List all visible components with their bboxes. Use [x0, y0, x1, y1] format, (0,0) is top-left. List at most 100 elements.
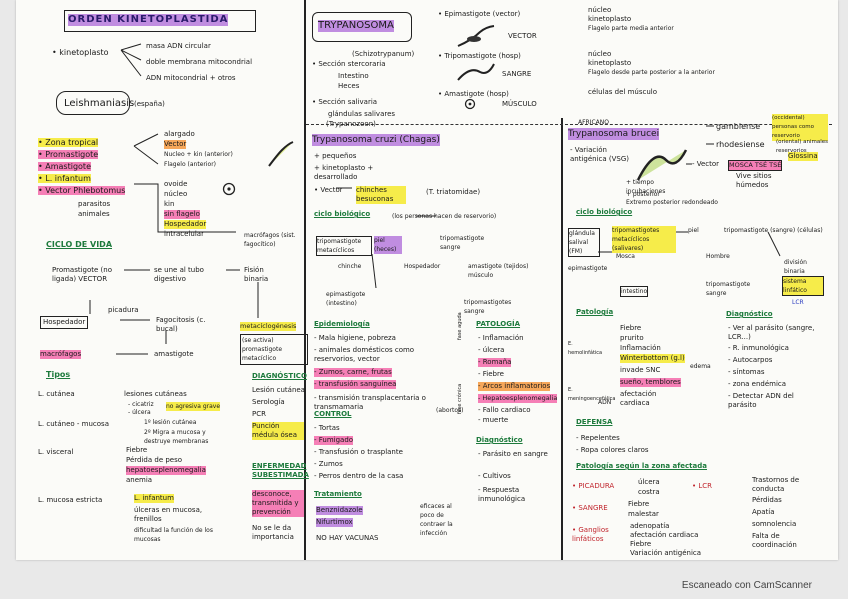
pat-c3-4: Winterbottom (g.l): [620, 354, 685, 363]
prom-desc-4: Flagelo (anterior): [164, 161, 217, 168]
infantum-label: • L. infantum: [38, 174, 91, 183]
patologia-c2-title: PATOLOGÍA: [476, 320, 521, 328]
tipo-mucosa: L. cutáneo - mucosa: [38, 420, 109, 428]
diagnostico-c2-title: Diagnóstico: [476, 436, 523, 444]
zona-4: • LCR: [692, 482, 713, 490]
def-2: - Ropa colores claros: [576, 446, 649, 454]
zona-4c: Apatía: [752, 508, 775, 516]
amastigote-drawing-icon: [222, 182, 236, 196]
pat-c3-e1: E. hemolinfática: [568, 341, 603, 356]
trip-sangre: SANGRE: [502, 70, 532, 78]
kineto-item-1: masa ADN circular: [146, 42, 211, 50]
epid-1: - Mala higiene, pobreza: [314, 334, 396, 342]
pat-c3-5: edema: [690, 363, 711, 370]
pat-c2-4: - Fiebre: [478, 370, 504, 378]
trip-2: kinetoplasto: [588, 59, 632, 67]
tipo-estricta-1: L. infantum: [134, 494, 174, 503]
diag-2: Serología: [252, 398, 285, 406]
ciclo-tubo: se une al tubo digestivo: [154, 266, 204, 283]
ciclo-biologico-c3: ciclo biológico: [576, 208, 633, 216]
rhodesiense-sub: (oriental) animales reservorios: [776, 139, 829, 154]
tipo-cutanea-4: no agresiva grave: [166, 402, 221, 411]
enfermedad-title: ENFERMEDAD SUBESTIMADA: [252, 462, 309, 479]
trat-3: NO HAY VACUNAS: [316, 534, 379, 542]
column-divider-left: [304, 0, 306, 560]
tipo-visceral-4: anemia: [126, 476, 153, 484]
zona-1a: úlcera: [638, 478, 660, 486]
trypanosoma-title-box: [312, 12, 412, 42]
zona-tropical: • Zona tropical: [38, 138, 99, 147]
gambiense-sub: (occidental) personas como reservorio: [772, 114, 828, 141]
diag-c3-4: - síntomas: [728, 368, 765, 376]
control-title: CONTROL: [314, 410, 352, 418]
ciclo-promastigote: Promastigote (no ligada) VECTOR: [52, 266, 113, 283]
tipo-visceral-2: Pérdida de peso: [126, 456, 183, 464]
diag-c3-6: - Detectar ADN del parásito: [728, 392, 794, 409]
ama-desc-4: sin flagelo: [164, 210, 200, 219]
ama-desc-5: Hospedador: [164, 220, 207, 229]
amastigote-c2-icon: [464, 98, 476, 110]
cb3-7: epimastigote: [568, 265, 608, 272]
trat-2: Nifurtimox: [316, 518, 353, 527]
enfermedad-1: desconoce, transmitida y prevención: [252, 490, 304, 517]
control-4: - Zumos: [314, 460, 343, 468]
leish-title: Leishmaniasis: [64, 98, 135, 109]
defensa-title: DEFENSA: [576, 418, 613, 426]
patologia-zona-title: Patología según la zona afectada: [576, 462, 707, 470]
tipo-visceral: L. visceral: [38, 448, 74, 456]
ciclo-vida-title: CICLO DE VIDA: [46, 240, 113, 249]
ciclo-metaciclo: metacíclogénesis: [240, 322, 297, 331]
pat-c3-1: Fiebre: [620, 324, 642, 332]
zona-3: • Ganglios linfáticos: [572, 526, 609, 543]
tipo-cutanea-2: - cicatriz: [128, 401, 154, 408]
zona-3a: adenopatía: [630, 522, 670, 530]
gambiense: gambiense: [716, 122, 761, 131]
dashed-separator: [306, 124, 832, 125]
pat-c3-7: sueño, temblores: [620, 378, 681, 387]
pat-c2-5: - Arcos inflamatorios: [478, 382, 551, 391]
epidemiologia-title: Epidemiología: [314, 320, 370, 328]
patologia-c3-title: Patología: [576, 308, 614, 316]
trat-1: Benznidazole: [316, 506, 363, 515]
prom-desc-1: alargado: [164, 130, 195, 138]
cb3-9: tripomastigote sangre: [706, 281, 751, 297]
tipos-title: Tipos: [46, 370, 71, 379]
zona-4e: Falta de coordinación: [752, 532, 797, 549]
diagnostico-title: DIAGNÓSTICO: [252, 372, 307, 380]
cb3-10: división binaria: [784, 259, 807, 275]
ciclo-hospedador: Hospedador: [40, 316, 89, 329]
ciclo-amastigote: amastigote: [154, 350, 194, 358]
vector-sub-1: parasitos: [78, 200, 111, 208]
zona-2b: malestar: [628, 510, 659, 518]
prom-desc-2: Vector: [164, 140, 187, 149]
orden-title: ORDEN KINETOPLASTIDA: [68, 14, 229, 26]
cruzi-2: + kinetoplasto + desarrollado: [314, 164, 374, 181]
ama-desc-6: intracelular: [164, 230, 204, 238]
pat-c3-2: prurito: [620, 334, 644, 342]
control-1: - Tortas: [314, 424, 340, 432]
diag-c3-2: - R. inmunológica: [728, 344, 789, 352]
pat-c3-8: afectación cardiaca: [620, 390, 657, 407]
seccion-stercoraria: • Sección stercoraria: [312, 60, 386, 68]
epid-5: - transmisión transplacentaria o transma…: [314, 394, 426, 411]
leish-title-box: [56, 91, 130, 115]
amastigote-label: • Amastigote: [38, 162, 91, 171]
glossina: Glossina: [788, 152, 818, 161]
tratamiento-title: Tratamiento: [314, 490, 362, 498]
kineto-item-3: ADN mitocondrial + otros: [146, 74, 236, 82]
zona-2a: Fiebre: [628, 500, 650, 508]
ciclo-fision: Fisión binaria: [244, 266, 269, 283]
zona-4d: somnolencia: [752, 520, 797, 528]
stercoraria-2: Heces: [338, 82, 360, 90]
ciclo-activa: (se activa) promastigote metacíclico: [240, 334, 308, 365]
cruzi-1: + pequeños: [314, 152, 357, 160]
zona-1b: costra: [638, 488, 660, 496]
pat-c2-8: - muerte: [478, 416, 509, 424]
diag-c2-1: - Parásito en sangre: [478, 450, 548, 458]
brucei-drawing-icon: [636, 149, 688, 181]
zona-3d: Variación antigénica: [630, 549, 702, 557]
promastigote-label: • Promastigote: [38, 150, 99, 159]
cb2-1: tripomastigote metacíclicos: [316, 236, 372, 256]
zona-4a: Trastornos de conducta: [752, 476, 800, 493]
prom-desc-3: Nucleo + kin (anterior): [164, 151, 233, 158]
